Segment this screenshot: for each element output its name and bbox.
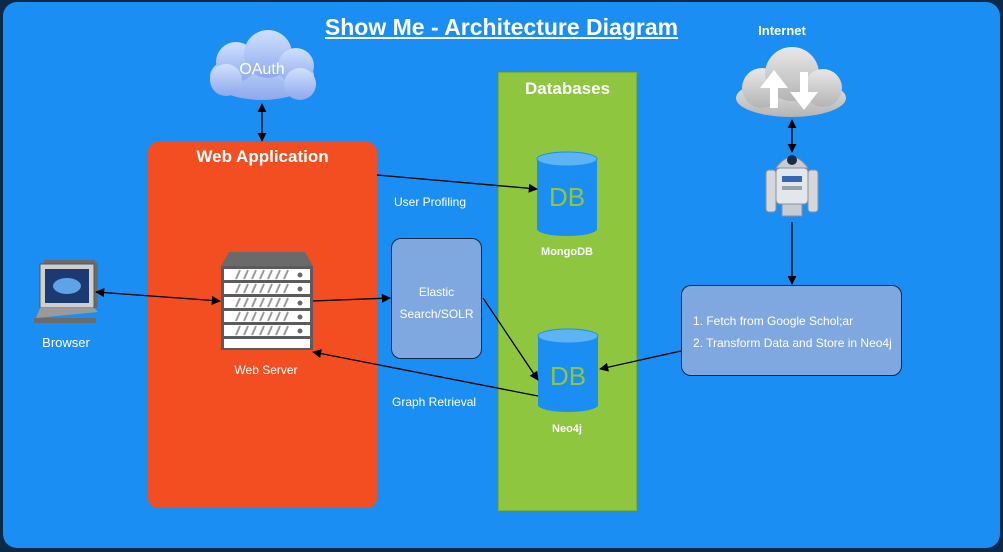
neo4j-label: Neo4j <box>552 423 582 435</box>
web-application-title: Web Application <box>196 147 329 166</box>
elastic-search-box: Elastic Search/SOLR <box>391 238 482 359</box>
diagram-title: Show Me - Architecture Diagram <box>324 14 679 40</box>
mongodb-label: MongoDB <box>541 246 593 258</box>
graph-retrieval-label: Graph Retrieval <box>392 395 477 409</box>
crawler-tasks-box: 1. Fetch from Google Schol;ar 2. Transfo… <box>681 285 902 376</box>
databases-panel <box>498 72 637 511</box>
web-server-label: Web Server <box>234 363 298 377</box>
elastic-label-line2: Search/SOLR <box>399 307 474 321</box>
elastic-label-line1: Elastic <box>418 285 455 299</box>
user-profiling-label: User Profiling <box>394 195 467 209</box>
browser-label: Browser <box>42 335 90 350</box>
web-application-panel <box>148 142 377 508</box>
internet-label: Internet <box>758 23 806 38</box>
databases-title: Databases <box>524 79 611 98</box>
crawler-step-1: 1. Fetch from Google Schol;ar <box>693 314 854 328</box>
mongodb-db-glyph: DB <box>548 182 586 212</box>
oauth-label: OAuth <box>239 61 285 78</box>
neo4j-db-glyph: DB <box>549 361 587 391</box>
crawler-step-2: 2. Transform Data and Store in Neo4j <box>693 336 892 350</box>
